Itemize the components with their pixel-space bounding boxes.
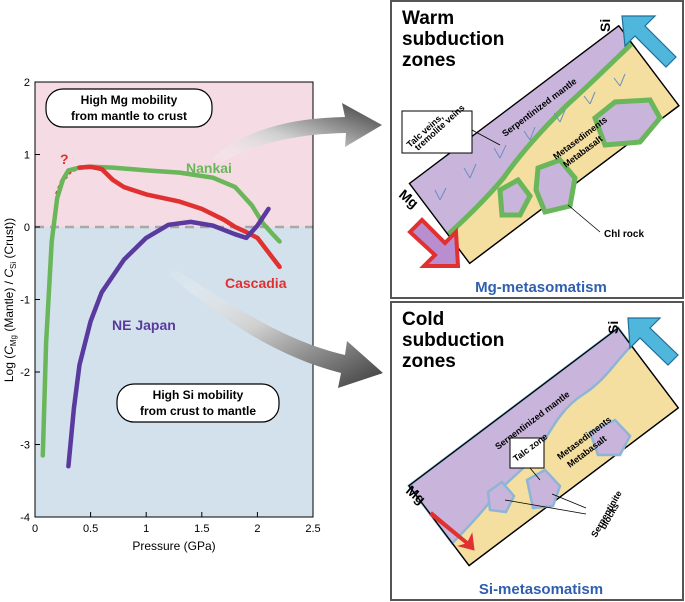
svg-text:from crust to mantle: from crust to mantle xyxy=(140,404,256,418)
ne-japan-curve xyxy=(66,206,271,469)
x-tick-label: 1 xyxy=(143,523,149,535)
x-tick-label: 2.5 xyxy=(305,523,320,535)
axis-ticks: 0 0.5 1 1.5 2 2.5 2 1 0 -1 -2 -3 -4 xyxy=(20,77,320,535)
y-tick-label: -1 xyxy=(20,295,30,307)
svg-text:zones: zones xyxy=(402,50,456,71)
arrow-to-cold-panel xyxy=(168,267,383,388)
chl-rock-label: Chl rock xyxy=(604,229,644,240)
y-tick-label: -4 xyxy=(20,512,30,524)
veins-callout: Talc veins, tremolite veins xyxy=(401,103,501,154)
arrow-to-warm-panel xyxy=(212,103,382,166)
nankai-label: Nankai xyxy=(186,160,232,176)
chart: 0 0.5 1 1.5 2 2.5 2 1 0 -1 -2 -3 -4 Pressure (GPa) L… xyxy=(2,77,321,553)
y-tick-label: 0 xyxy=(24,222,30,234)
mg-mobility-box: High Mg mobility from mantle to crust xyxy=(45,88,213,128)
x-axis-label: Pressure (GPa) xyxy=(132,539,215,553)
talc-tremolite-veins xyxy=(434,73,626,201)
cascadia-label: Cascadia xyxy=(225,275,287,291)
warm-mg-arrow xyxy=(407,217,461,268)
cold-title: Cold xyxy=(402,309,444,330)
svg-text:from mantle to crust: from mantle to crust xyxy=(71,109,187,123)
ne-japan-label: NE Japan xyxy=(112,317,176,333)
svg-text:subduction: subduction xyxy=(402,29,504,50)
nankai-curve xyxy=(40,164,282,458)
chl-rock-block xyxy=(533,157,578,215)
x-tick-label: 0.5 xyxy=(83,523,98,535)
svg-text:subduction: subduction xyxy=(402,330,504,351)
cold-si-label: Si xyxy=(605,321,621,334)
warm-subduction-panel: Warm subduction zones Serpentinized mant… xyxy=(390,0,684,299)
x-tick-label: 0 xyxy=(32,523,38,535)
serpentinite-block xyxy=(486,480,516,514)
y-tick-label: 1 xyxy=(24,150,30,162)
x-tick-label: 2 xyxy=(254,523,260,535)
cascadia-curve xyxy=(77,164,282,270)
y-tick-label: 2 xyxy=(24,77,30,89)
warm-si-label: Si xyxy=(597,19,613,32)
svg-text:zones: zones xyxy=(402,351,456,372)
chl-rock-block xyxy=(592,97,664,148)
serpentinite-block xyxy=(588,418,632,457)
chl-rock-block xyxy=(497,176,533,218)
warm-footer: Mg-metasomatism xyxy=(475,279,607,296)
y-axis-label: Log (CMg (Mantle) / CSi (Crust)) xyxy=(2,218,18,382)
cold-footer: Si-metasomatism xyxy=(479,581,603,598)
y-tick-label: -2 xyxy=(20,367,30,379)
question-mark: ? xyxy=(60,151,69,167)
cold-subduction-panel: Cold subduction zones Serpentinized mant… xyxy=(390,301,684,601)
svg-text:High Si mobility: High Si mobility xyxy=(153,388,244,402)
svg-text:High Mg mobility: High Mg mobility xyxy=(81,93,178,107)
si-mobility-box: High Si mobility from crust to mantle xyxy=(116,383,280,423)
cold-si-arrow xyxy=(627,317,679,366)
x-tick-label: 1.5 xyxy=(194,523,209,535)
y-tick-label: -3 xyxy=(20,440,30,452)
warm-si-arrow xyxy=(621,15,677,68)
cold-mg-arrow xyxy=(429,511,475,551)
warm-title: Warm xyxy=(402,8,454,29)
